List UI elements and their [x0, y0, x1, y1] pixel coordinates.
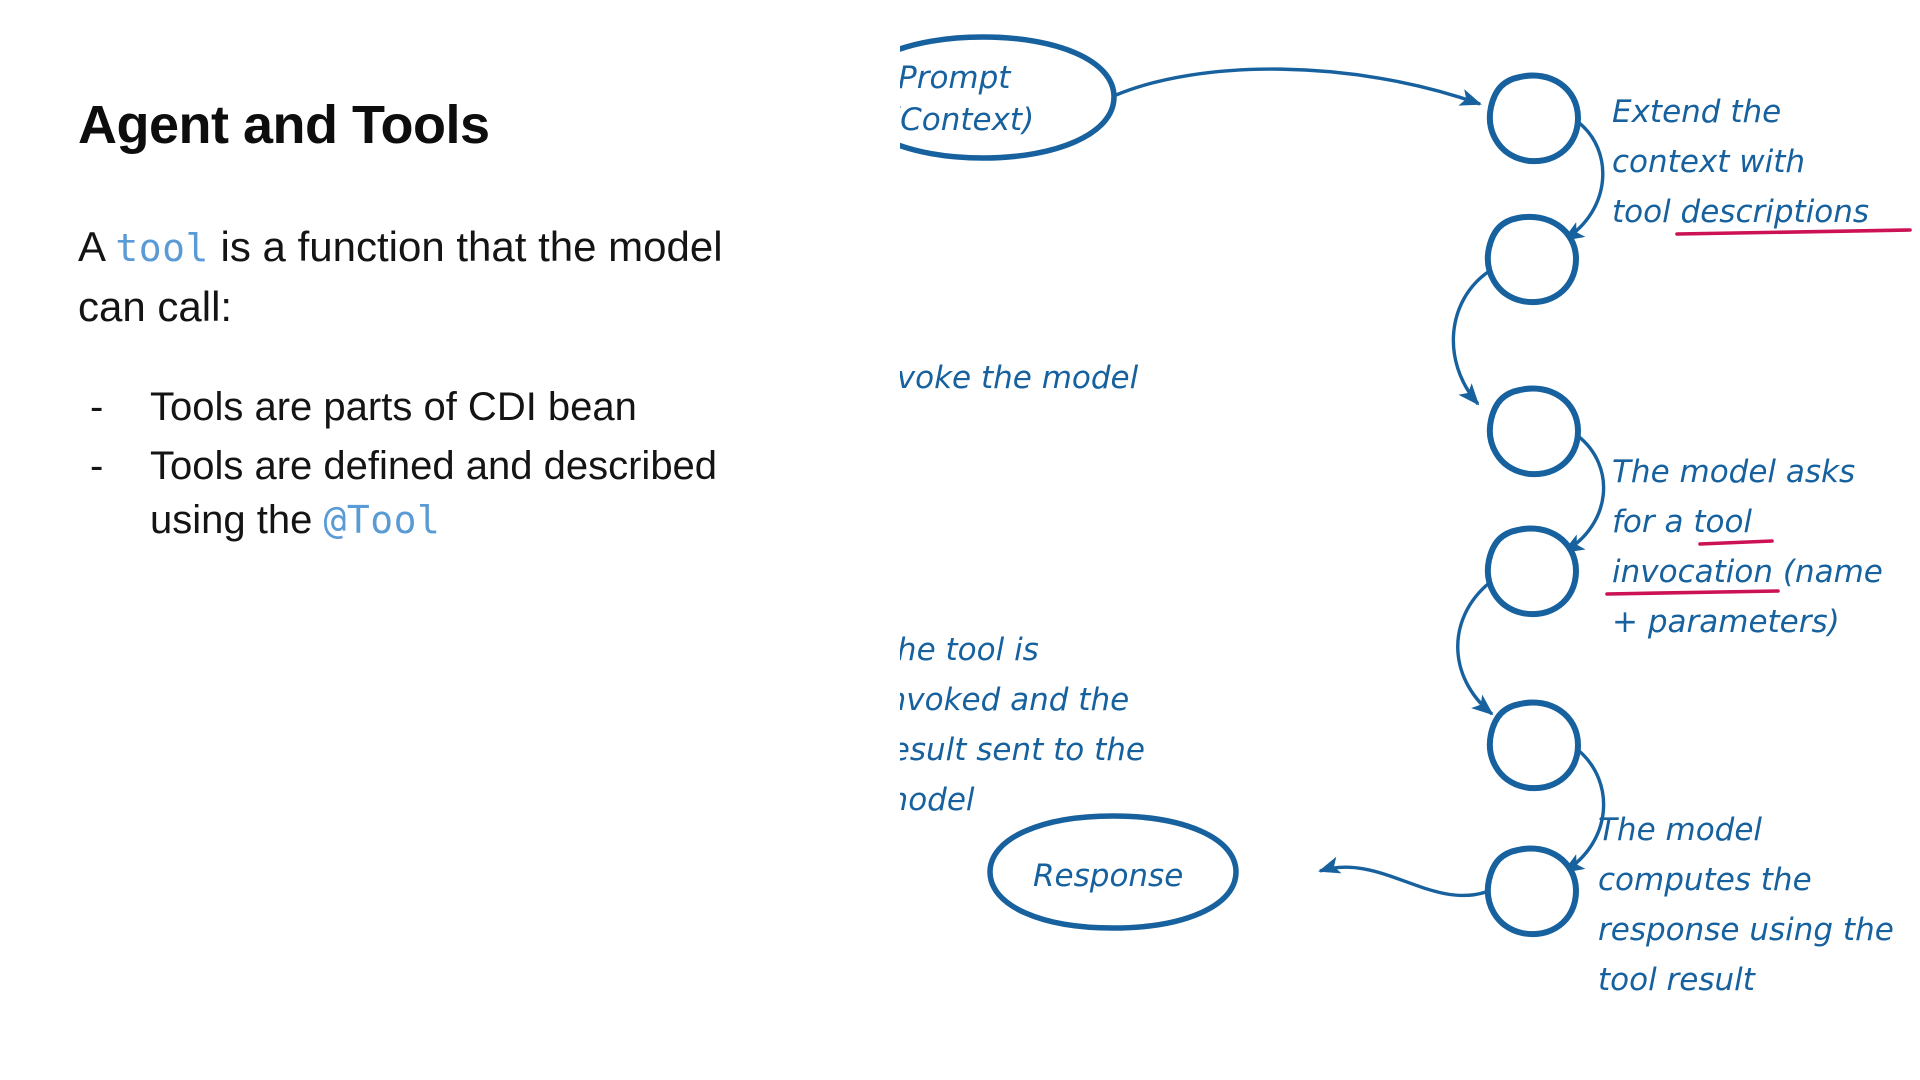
edge-step6-to-response — [1318, 856, 1487, 898]
annotation-extend-line2: context with — [1612, 144, 1805, 180]
node-step1 — [1486, 72, 1582, 165]
node-prompt-shape — [900, 34, 1117, 161]
intro-paragraph: A tool is a function that the model can … — [78, 217, 778, 336]
intro-text-before: A — [78, 223, 116, 271]
inline-code-tool: tool — [115, 226, 209, 271]
annotation-model-asks: The model asks for a tool invocation (na… — [1605, 454, 1883, 640]
underline-descriptions — [1675, 228, 1912, 236]
annotation-extend-context: Extend the context with tool description… — [1612, 94, 1912, 236]
edge-step4-to-step5 — [1456, 582, 1494, 716]
annotation-model-computes-line4: tool result — [1598, 962, 1757, 998]
list-item: - Tools are parts of CDI bean — [78, 381, 778, 435]
node-step2 — [1484, 213, 1580, 306]
annotation-tool-invoked-line2: invoked and the — [900, 682, 1129, 718]
node-step5 — [1486, 699, 1582, 792]
annotation-extend-line1: Extend the — [1612, 94, 1781, 130]
annotation-model-computes-line2: computes the — [1598, 862, 1812, 898]
bullet-text-before: Tools are defined and described using th… — [150, 444, 718, 542]
edge-step1-to-step2 — [1562, 120, 1605, 242]
node-step4 — [1484, 525, 1580, 618]
annotation-invoke-line1: Invoke the model — [900, 360, 1139, 396]
annotation-model-asks-line1: The model asks — [1612, 454, 1855, 490]
edge-step5-to-step6 — [1562, 748, 1606, 874]
edge-step3-to-step4 — [1562, 434, 1606, 554]
annotation-model-asks-line4: + parameters) — [1612, 604, 1840, 640]
node-step3 — [1486, 385, 1582, 478]
bullet-list: - Tools are parts of CDI bean - Tools ar… — [78, 381, 778, 548]
page-title: Agent and Tools — [78, 95, 490, 155]
edge-prompt-to-step1 — [1115, 67, 1482, 106]
annotation-tool-invoked-line4: model — [900, 782, 975, 818]
edge-step2-to-step3 — [1451, 270, 1489, 406]
annotation-model-computes: The model computes the response using th… — [1598, 812, 1894, 998]
annotation-tool-invoked-line3: result sent to the — [900, 732, 1145, 768]
list-item: - Tools are defined and described using … — [78, 440, 778, 547]
node-response-label: Response — [1033, 858, 1183, 894]
node-step6 — [1484, 845, 1580, 938]
annotation-invoke-model: Invoke the model — [900, 360, 1139, 396]
annotation-model-computes-line1: The model — [1598, 812, 1762, 848]
underline-invocation — [1605, 589, 1780, 596]
slide-text-column: Agent and Tools A tool is a function tha… — [78, 95, 778, 553]
annotation-tool-invoked-line1: The tool is — [900, 632, 1039, 668]
annotation-tool-invoked: The tool is invoked and the result sent … — [900, 632, 1145, 818]
node-prompt-label-line1: Prompt — [900, 60, 1012, 96]
annotation-model-asks-line2: for a tool — [1612, 504, 1752, 540]
bullet-dash-icon: - — [90, 444, 104, 489]
node-prompt-label-line2: (Context) — [900, 102, 1034, 138]
annotation-model-asks-line3: invocation (name — [1612, 554, 1883, 590]
underline-tool — [1698, 539, 1774, 546]
bullet-text: Tools are parts of CDI bean — [150, 384, 637, 429]
bullet-dash-icon: - — [90, 384, 104, 429]
bullet-text: Tools are defined and described using th… — [150, 440, 778, 547]
intro-text-after: is a function that the model can call: — [78, 223, 723, 331]
annotation-extend-line3: tool descriptions — [1612, 194, 1869, 230]
annotation-model-computes-line3: response using the — [1598, 912, 1894, 948]
agent-tool-flow-diagram: Prompt (Context) — [900, 0, 1920, 1080]
inline-code-tool-annotation: @Tool — [323, 497, 441, 542]
node-response-shape — [987, 813, 1239, 931]
